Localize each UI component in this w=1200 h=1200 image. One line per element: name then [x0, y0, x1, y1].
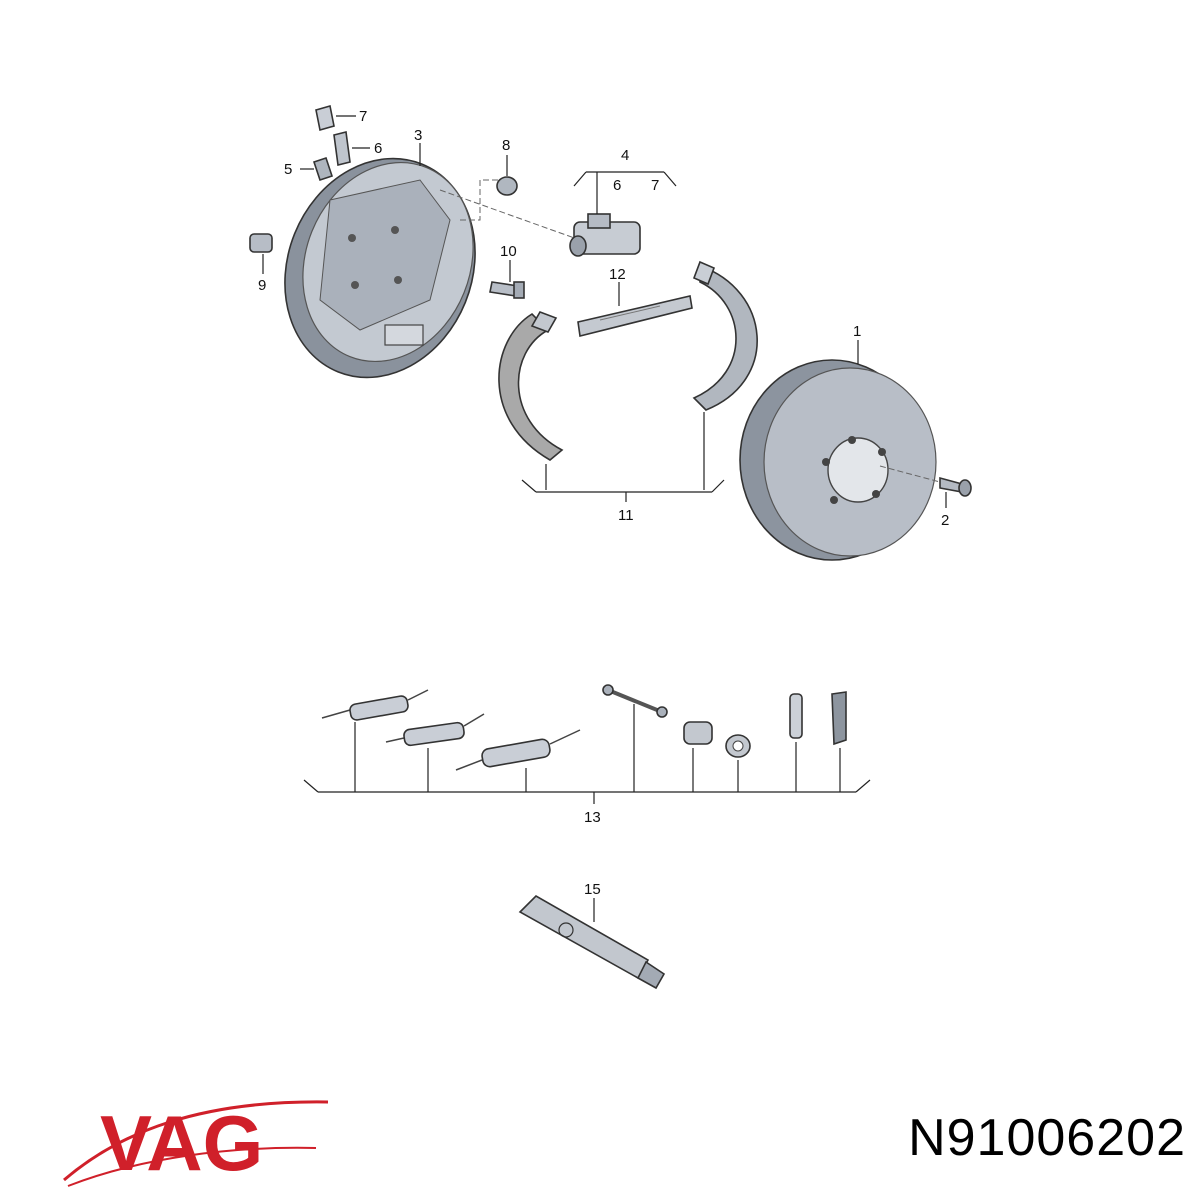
- callout-6b: 6: [613, 177, 621, 194]
- spring-3: [455, 729, 581, 771]
- grease-tube: [518, 895, 666, 990]
- brake-drum: [739, 359, 937, 561]
- callout-4: 4: [621, 147, 629, 164]
- callout-8: 8: [502, 137, 510, 154]
- callout-1: 1: [853, 323, 861, 340]
- callout-15: 15: [584, 881, 601, 898]
- callout-7b: 7: [651, 177, 659, 194]
- callout-9: 9: [258, 277, 266, 294]
- brake-shoe-right: [692, 260, 758, 411]
- small-spring: [789, 693, 803, 739]
- backing-plate: [284, 157, 476, 379]
- callout-10: 10: [500, 243, 517, 260]
- spring-1: [321, 689, 429, 721]
- bleed-screw: [333, 131, 351, 166]
- brake-shoe-left: [498, 311, 564, 461]
- callout-7a: 7: [359, 108, 367, 125]
- bleed-cap: [315, 104, 335, 132]
- callout-2: 2: [941, 512, 949, 529]
- logo-text: VAG: [100, 1099, 263, 1187]
- pin-rod: [602, 684, 668, 718]
- callout-12: 12: [609, 266, 626, 283]
- vag-logo: VAG: [63, 1099, 329, 1187]
- bolt-10: [489, 281, 525, 299]
- grommet-9: [249, 233, 273, 253]
- washer: [725, 734, 751, 758]
- wheel-cylinder: [569, 213, 641, 257]
- spring-2: [385, 713, 485, 747]
- plug-8: [496, 176, 518, 196]
- callout-6a: 6: [374, 140, 382, 157]
- callout-5: 5: [284, 161, 292, 178]
- part-number: N91006202: [908, 1109, 1186, 1167]
- callout-11: 11: [618, 507, 634, 524]
- bolt-5: [312, 156, 334, 182]
- lever: [831, 691, 847, 746]
- exploded-parts-diagram: 3 7 6 5 9 8 4 6 7 10: [249, 104, 972, 990]
- callout-3: 3: [414, 127, 422, 144]
- adjuster-strut: [577, 295, 693, 337]
- screw-2: [939, 476, 972, 497]
- callout-13: 13: [584, 809, 601, 826]
- sleeve: [683, 721, 713, 745]
